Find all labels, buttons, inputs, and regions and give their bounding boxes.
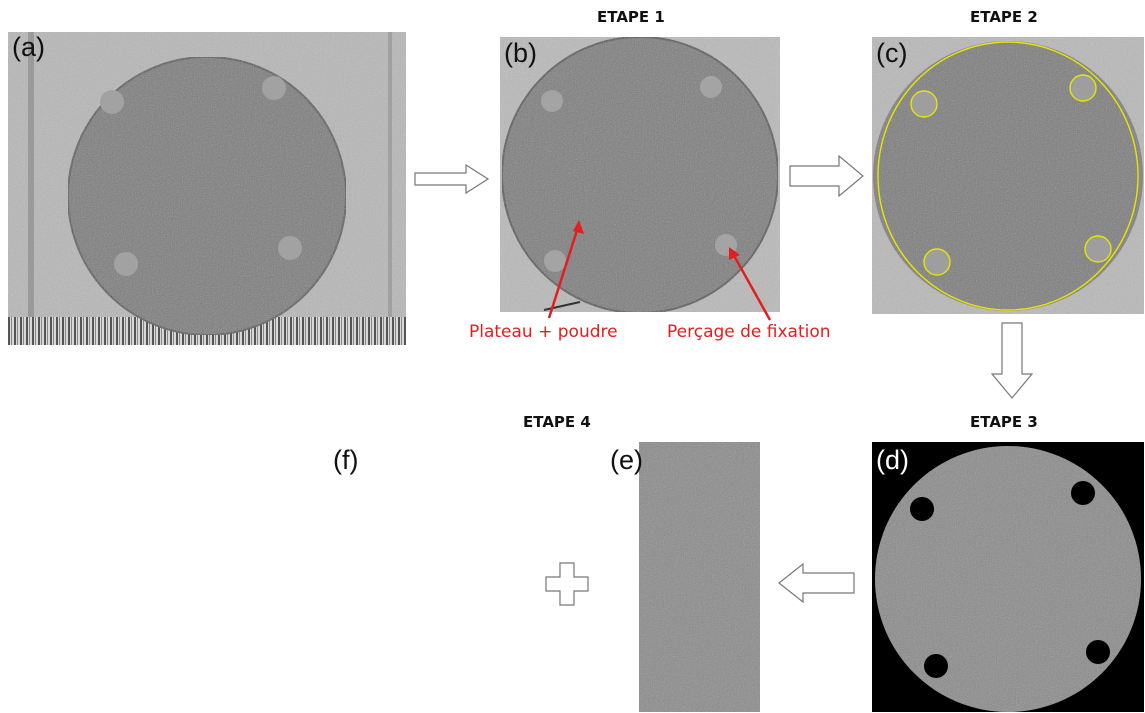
arrow-left-icon	[778, 563, 855, 603]
masked-hole	[910, 497, 934, 521]
fixation-hole	[541, 90, 563, 112]
panel-f-binary-mask	[391, 442, 512, 712]
fixation-hole	[544, 250, 566, 272]
plate-region	[639, 442, 760, 712]
plus-icon	[545, 562, 589, 606]
circle-detection-image	[872, 37, 1144, 314]
panel-label-c: (c)	[876, 38, 908, 68]
masked-plate-image	[872, 442, 1144, 712]
fixation-hole	[278, 236, 302, 260]
detected-hole	[1069, 74, 1097, 102]
detected-hole	[910, 90, 938, 118]
arrow-down-icon	[990, 322, 1034, 399]
masked-hole	[1071, 481, 1095, 505]
detected-hole	[923, 248, 951, 276]
step-title-3: ETAPE 3	[970, 413, 1038, 431]
label-fixation-hole: Perçage de fixation	[667, 322, 831, 342]
mask-region	[391, 442, 512, 712]
plate-region	[875, 446, 1141, 712]
fixation-hole	[114, 252, 138, 276]
panel-a-raw-ct-slice	[8, 32, 406, 345]
step-title-2: ETAPE 2	[970, 8, 1038, 26]
raw-ct-image	[8, 32, 406, 345]
panel-label-a: (a)	[12, 32, 45, 62]
detected-plate-outline	[877, 41, 1139, 311]
panel-b-cropped-slice	[500, 37, 780, 312]
masked-hole	[1086, 640, 1110, 664]
arrow-right-icon	[414, 164, 490, 194]
panel-c-detected-circles	[872, 37, 1144, 314]
fixation-hole	[262, 76, 286, 100]
build-plate-disc	[873, 41, 1143, 311]
panel-e-plate-crop	[639, 442, 760, 712]
panel-label-f: (f)	[333, 445, 359, 475]
build-plate-disc	[501, 37, 779, 312]
step-title-4: ETAPE 4	[523, 413, 591, 431]
plate-crop-image	[639, 442, 760, 712]
panel-label-b: (b)	[504, 38, 537, 68]
masked-hole	[924, 654, 948, 678]
label-plate-powder: Plateau + poudre	[469, 322, 618, 342]
fixation-hole	[700, 76, 722, 98]
annotation-arrows	[547, 220, 772, 321]
panel-label-d: (d)	[876, 445, 909, 475]
binary-mask-image	[391, 442, 512, 712]
detected-hole	[1084, 235, 1112, 263]
panel-d-masked-plate	[872, 442, 1144, 712]
fixation-hole	[100, 90, 124, 114]
step-title-1: ETAPE 1	[597, 8, 665, 26]
arrow-right-icon	[789, 155, 864, 197]
panel-label-e: (e)	[610, 445, 643, 475]
cropped-ct-image	[500, 37, 780, 312]
